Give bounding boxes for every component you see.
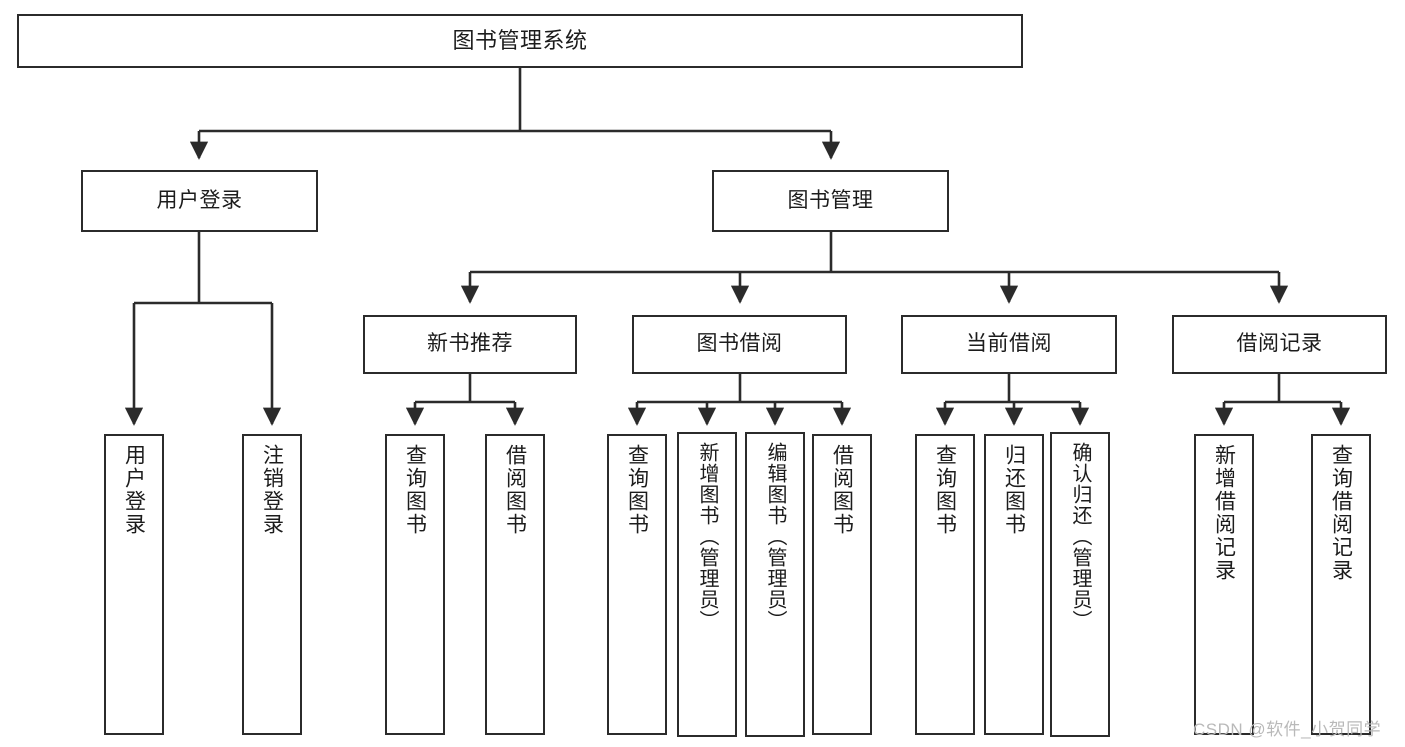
- node-label: 注销登录: [260, 444, 284, 536]
- node-label: 用户登录: [122, 444, 146, 536]
- node-label: 查询借阅记录: [1329, 444, 1353, 582]
- node-label: 图书借阅: [696, 332, 783, 356]
- leaf-query-borrow-record[interactable]: 查询借阅记录: [1311, 434, 1371, 735]
- node-book-borrow[interactable]: 图书借阅: [632, 315, 847, 374]
- node-label: 用户登录: [156, 188, 243, 212]
- leaf-return-book[interactable]: 归还图书: [984, 434, 1044, 735]
- leaf-borrow-book[interactable]: 借阅图书: [812, 434, 872, 735]
- node-label: 查询图书: [625, 444, 649, 536]
- leaf-add-borrow-record[interactable]: 新增借阅记录: [1194, 434, 1254, 735]
- leaf-query-book-current[interactable]: 查询图书: [915, 434, 975, 735]
- node-root-system[interactable]: 图书管理系统: [17, 14, 1023, 68]
- node-label: 归还图书: [1002, 444, 1026, 536]
- leaf-user-login[interactable]: 用户登录: [104, 434, 164, 735]
- node-new-book-recommend[interactable]: 新书推荐: [363, 315, 577, 374]
- node-label: 新书推荐: [427, 332, 513, 356]
- node-user-login[interactable]: 用户登录: [81, 170, 318, 232]
- node-borrow-record[interactable]: 借阅记录: [1172, 315, 1387, 374]
- node-label: 查询图书: [933, 444, 957, 536]
- node-label: 确认归还（管理员）: [1069, 442, 1091, 631]
- node-label: 查询图书: [403, 444, 427, 536]
- node-label: 图书管理: [787, 188, 874, 212]
- leaf-edit-book-admin[interactable]: 编辑图书（管理员）: [745, 432, 805, 737]
- leaf-query-book-recommend[interactable]: 查询图书: [385, 434, 445, 735]
- leaf-logout[interactable]: 注销登录: [242, 434, 302, 735]
- node-current-borrow[interactable]: 当前借阅: [901, 315, 1117, 374]
- leaf-confirm-return-admin[interactable]: 确认归还（管理员）: [1050, 432, 1110, 737]
- node-label: 借阅图书: [503, 444, 527, 536]
- csdn-watermark: CSDN @软件_小贺同学: [1193, 720, 1382, 739]
- node-label: 新增图书（管理员）: [696, 442, 718, 631]
- leaf-borrow-book-recommend[interactable]: 借阅图书: [485, 434, 545, 735]
- node-label: 借阅记录: [1236, 332, 1323, 356]
- leaf-query-book-borrow[interactable]: 查询图书: [607, 434, 667, 735]
- node-label: 借阅图书: [830, 444, 854, 536]
- node-label: 图书管理系统: [452, 28, 588, 54]
- node-book-management[interactable]: 图书管理: [712, 170, 949, 232]
- node-label: 编辑图书（管理员）: [764, 442, 786, 631]
- node-label: 新增借阅记录: [1212, 444, 1236, 582]
- node-label: 当前借阅: [966, 332, 1052, 356]
- leaf-add-book-admin[interactable]: 新增图书（管理员）: [677, 432, 737, 737]
